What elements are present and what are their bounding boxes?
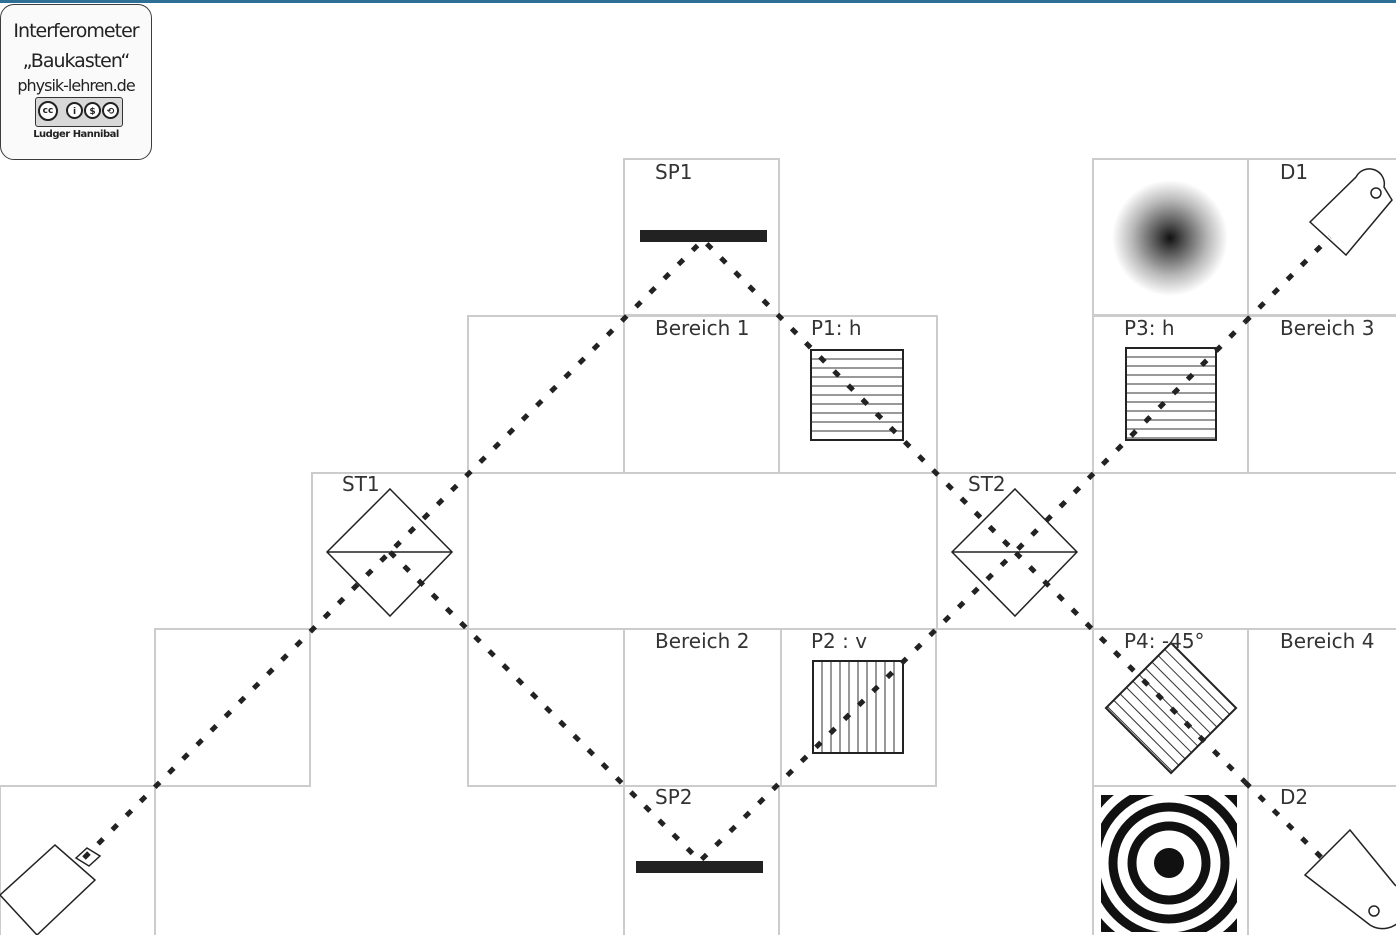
grid-cells (0, 158, 1396, 935)
cell-beam-up (467, 315, 625, 474)
license-logo: Interferometer „Baukasten“ physik-lehren… (0, 4, 152, 160)
polarizer-icon (812, 660, 904, 754)
mirror-icon (636, 861, 763, 873)
label-bereich1: Bereich 1 (655, 316, 750, 340)
label-sp2: SP2 (655, 785, 693, 809)
beam-path-upper (82, 236, 1247, 860)
label-d2: D2 (1280, 785, 1309, 809)
cc-by-nc-sa-icon: cc i $ ⟲ (35, 97, 123, 127)
logo-website: physik-lehren.de (17, 76, 135, 95)
polarizer-icon (1125, 347, 1217, 441)
cell-d2 (1247, 785, 1396, 935)
detector-icon (1308, 168, 1393, 257)
cell-st2 (936, 472, 1094, 630)
beam-path-lower (388, 548, 1247, 865)
label-p3: P3: h (1124, 316, 1175, 340)
logo-author: Ludger Hannibal (33, 129, 119, 140)
cell-bereich3 (1247, 315, 1396, 474)
label-p1: P1: h (811, 316, 862, 340)
polarizer-icon (1104, 641, 1238, 775)
cell-p1 (778, 315, 938, 474)
cell-sp2 (623, 785, 780, 935)
label-p2: P2 : v (811, 629, 868, 653)
logo-subtitle: „Baukasten“ (22, 50, 131, 72)
cell-laser (0, 785, 156, 935)
cell-p2 (780, 628, 937, 787)
cell-st1 (311, 472, 469, 630)
interference-rings-icon (1101, 795, 1237, 932)
beam-to-d1 (1243, 235, 1332, 324)
label-st2: ST2 (968, 472, 1006, 496)
label-st1: ST1 (342, 472, 380, 496)
polarizer-icon (810, 349, 904, 441)
mirror-icon (640, 230, 767, 242)
detector-icon (1303, 828, 1396, 930)
laser-beam-paths (82, 235, 1332, 865)
label-sp1: SP1 (655, 160, 693, 184)
gaussian-spot-icon (1112, 180, 1228, 296)
label-bereich2: Bereich 2 (655, 629, 750, 653)
label-bereich4: Bereich 4 (1280, 629, 1375, 653)
label-bereich3: Bereich 3 (1280, 316, 1375, 340)
cell-beam-in (154, 628, 311, 787)
label-p4: P4: -45° (1124, 629, 1205, 653)
label-d1: D1 (1280, 160, 1309, 184)
top-accent-bar (0, 0, 1396, 3)
logo-title: Interferometer (13, 20, 139, 42)
